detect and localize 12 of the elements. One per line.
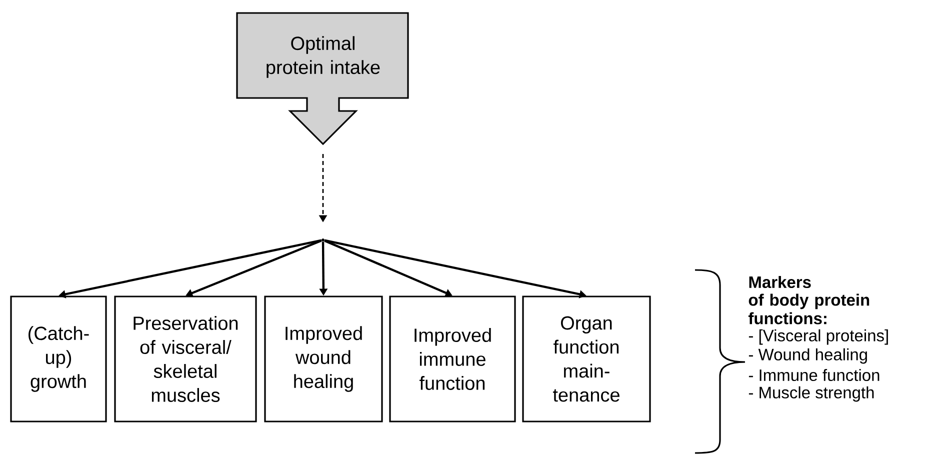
outcome-box: Organ function main-tenance [522,296,651,422]
list-item: - Immune function [748,368,880,382]
list-item: - Wound healing [748,348,867,364]
list-item: - Muscle strength [748,386,874,402]
outcome-box: (Catch-up) growth [10,296,107,422]
heading-text: Markers [749,276,811,288]
outcome-box: Improved immune function [389,296,516,422]
outcome-box: Preservation of visceral/ skeletal muscles [114,296,257,422]
outcome-box: Improved wound healing [264,296,383,422]
junction-point [322,238,324,242]
list-item: - [Visceral proteins] [748,329,888,345]
heading-text: of body protein functions: [748,294,870,324]
